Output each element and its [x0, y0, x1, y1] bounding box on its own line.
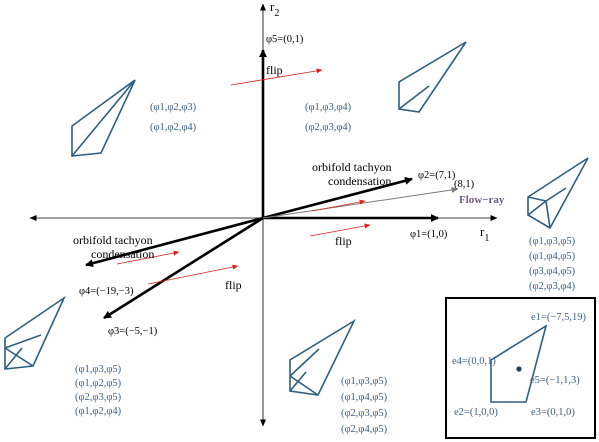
triangulation-label-bottom-left-2: (φ1,φ2,φ5) [75, 378, 122, 389]
triangulation-label-top-middle-2: (φ2,φ3,φ4) [305, 122, 352, 133]
triangulation-bottom-middle [289, 318, 356, 396]
tachyon-label-right-line2: condensation [328, 174, 391, 188]
flip-arrow-left-upper [116, 250, 180, 265]
inset-e5-label: e5=(−1,1,3) [530, 375, 580, 386]
tachyon-label-right-line1: orbifold tachyon [312, 160, 392, 174]
triangulation-label-bottom-left-4: (φ1,φ2,φ4) [75, 406, 122, 417]
triangulation-right [527, 157, 589, 230]
triangulation-label-bottom-left-1: (φ1,φ3,φ5) [75, 364, 122, 375]
inset-frame [445, 297, 596, 439]
triangulation-label-top-middle-1: (φ1,φ3,φ4) [305, 102, 352, 113]
triangulation-label-top-left-1: (φ1,φ2,φ3) [150, 102, 197, 113]
flowray-label: Flow−ray [459, 194, 505, 206]
phi3-label: φ3=(−5,−1) [108, 326, 158, 337]
triangulation-label-right-1: (φ1,φ3,φ5) [529, 236, 576, 247]
inset-polygon [490, 324, 548, 403]
triangulation-label-right-3: (φ3,φ4,φ5) [529, 266, 576, 277]
r2-axis-label: r2 [270, 0, 279, 19]
flip-arrow-top [230, 68, 323, 86]
inset-e2-label: e2=(1,0,0) [454, 407, 498, 418]
inset-e1-label: e1=(−7,5,19) [531, 312, 587, 323]
phi4-label: φ4=(−19,−3) [79, 286, 134, 297]
inset-e4-label: e4=(0,0,1) [452, 356, 496, 367]
flip-arrow-right-lower [309, 223, 371, 237]
flip-arrow-left-lower [147, 264, 239, 285]
flip-label-right: flip [335, 234, 352, 248]
inset-box: e1=(−7,5,19) e4=(0,0,1) e5=(−1,1,3) e2=(… [445, 297, 596, 439]
flip-label-top: flip [266, 63, 283, 77]
inset-interior-point [516, 366, 522, 372]
flowray-point-label: (8,1) [454, 179, 475, 190]
phi2-label: φ2=(7,1) [418, 170, 456, 181]
flip-arrows [116, 68, 371, 285]
fan-vectors [85, 49, 459, 320]
triangulation-label-bottom-middle-3: (φ2,φ3,φ5) [341, 408, 388, 419]
triangulation-bottom-left [4, 295, 66, 370]
triangulation-label-right-4: (φ2,φ3,φ4) [529, 281, 576, 292]
triangulation-label-bottom-middle-4: (φ2,φ4,φ5) [341, 424, 388, 435]
triangulation-label-bottom-left-3: (φ2,φ3,φ5) [75, 392, 122, 403]
tachyon-label-left-line2: condensation [91, 247, 154, 261]
triangulation-top-middle [398, 41, 467, 113]
phi1-label: φ1=(1,0) [410, 229, 448, 240]
triangulation-label-right-2: (φ1,φ4,φ5) [529, 251, 576, 262]
triangulation-top-left [71, 79, 136, 157]
triangulation-label-bottom-middle-2: (φ1,φ4,φ5) [341, 392, 388, 403]
flip-label-left: flip [225, 278, 242, 292]
inset-e3-label: e3=(0,1,0) [531, 407, 575, 418]
phi5-label: φ5=(0,1) [266, 34, 304, 45]
r1-axis-label: r1 [480, 224, 489, 244]
vector-phi4 [85, 216, 264, 268]
flip-arrow-right-upper [311, 199, 366, 212]
tachyon-label-left-line1: orbifold tachyon [73, 233, 153, 247]
vector-phi2 [262, 176, 413, 220]
triangulation-label-top-left-2: (φ1,φ2,φ4) [150, 122, 197, 133]
triangulation-label-bottom-middle-1: (φ1,φ3,φ5) [341, 376, 388, 387]
vector-phi3 [103, 216, 264, 320]
